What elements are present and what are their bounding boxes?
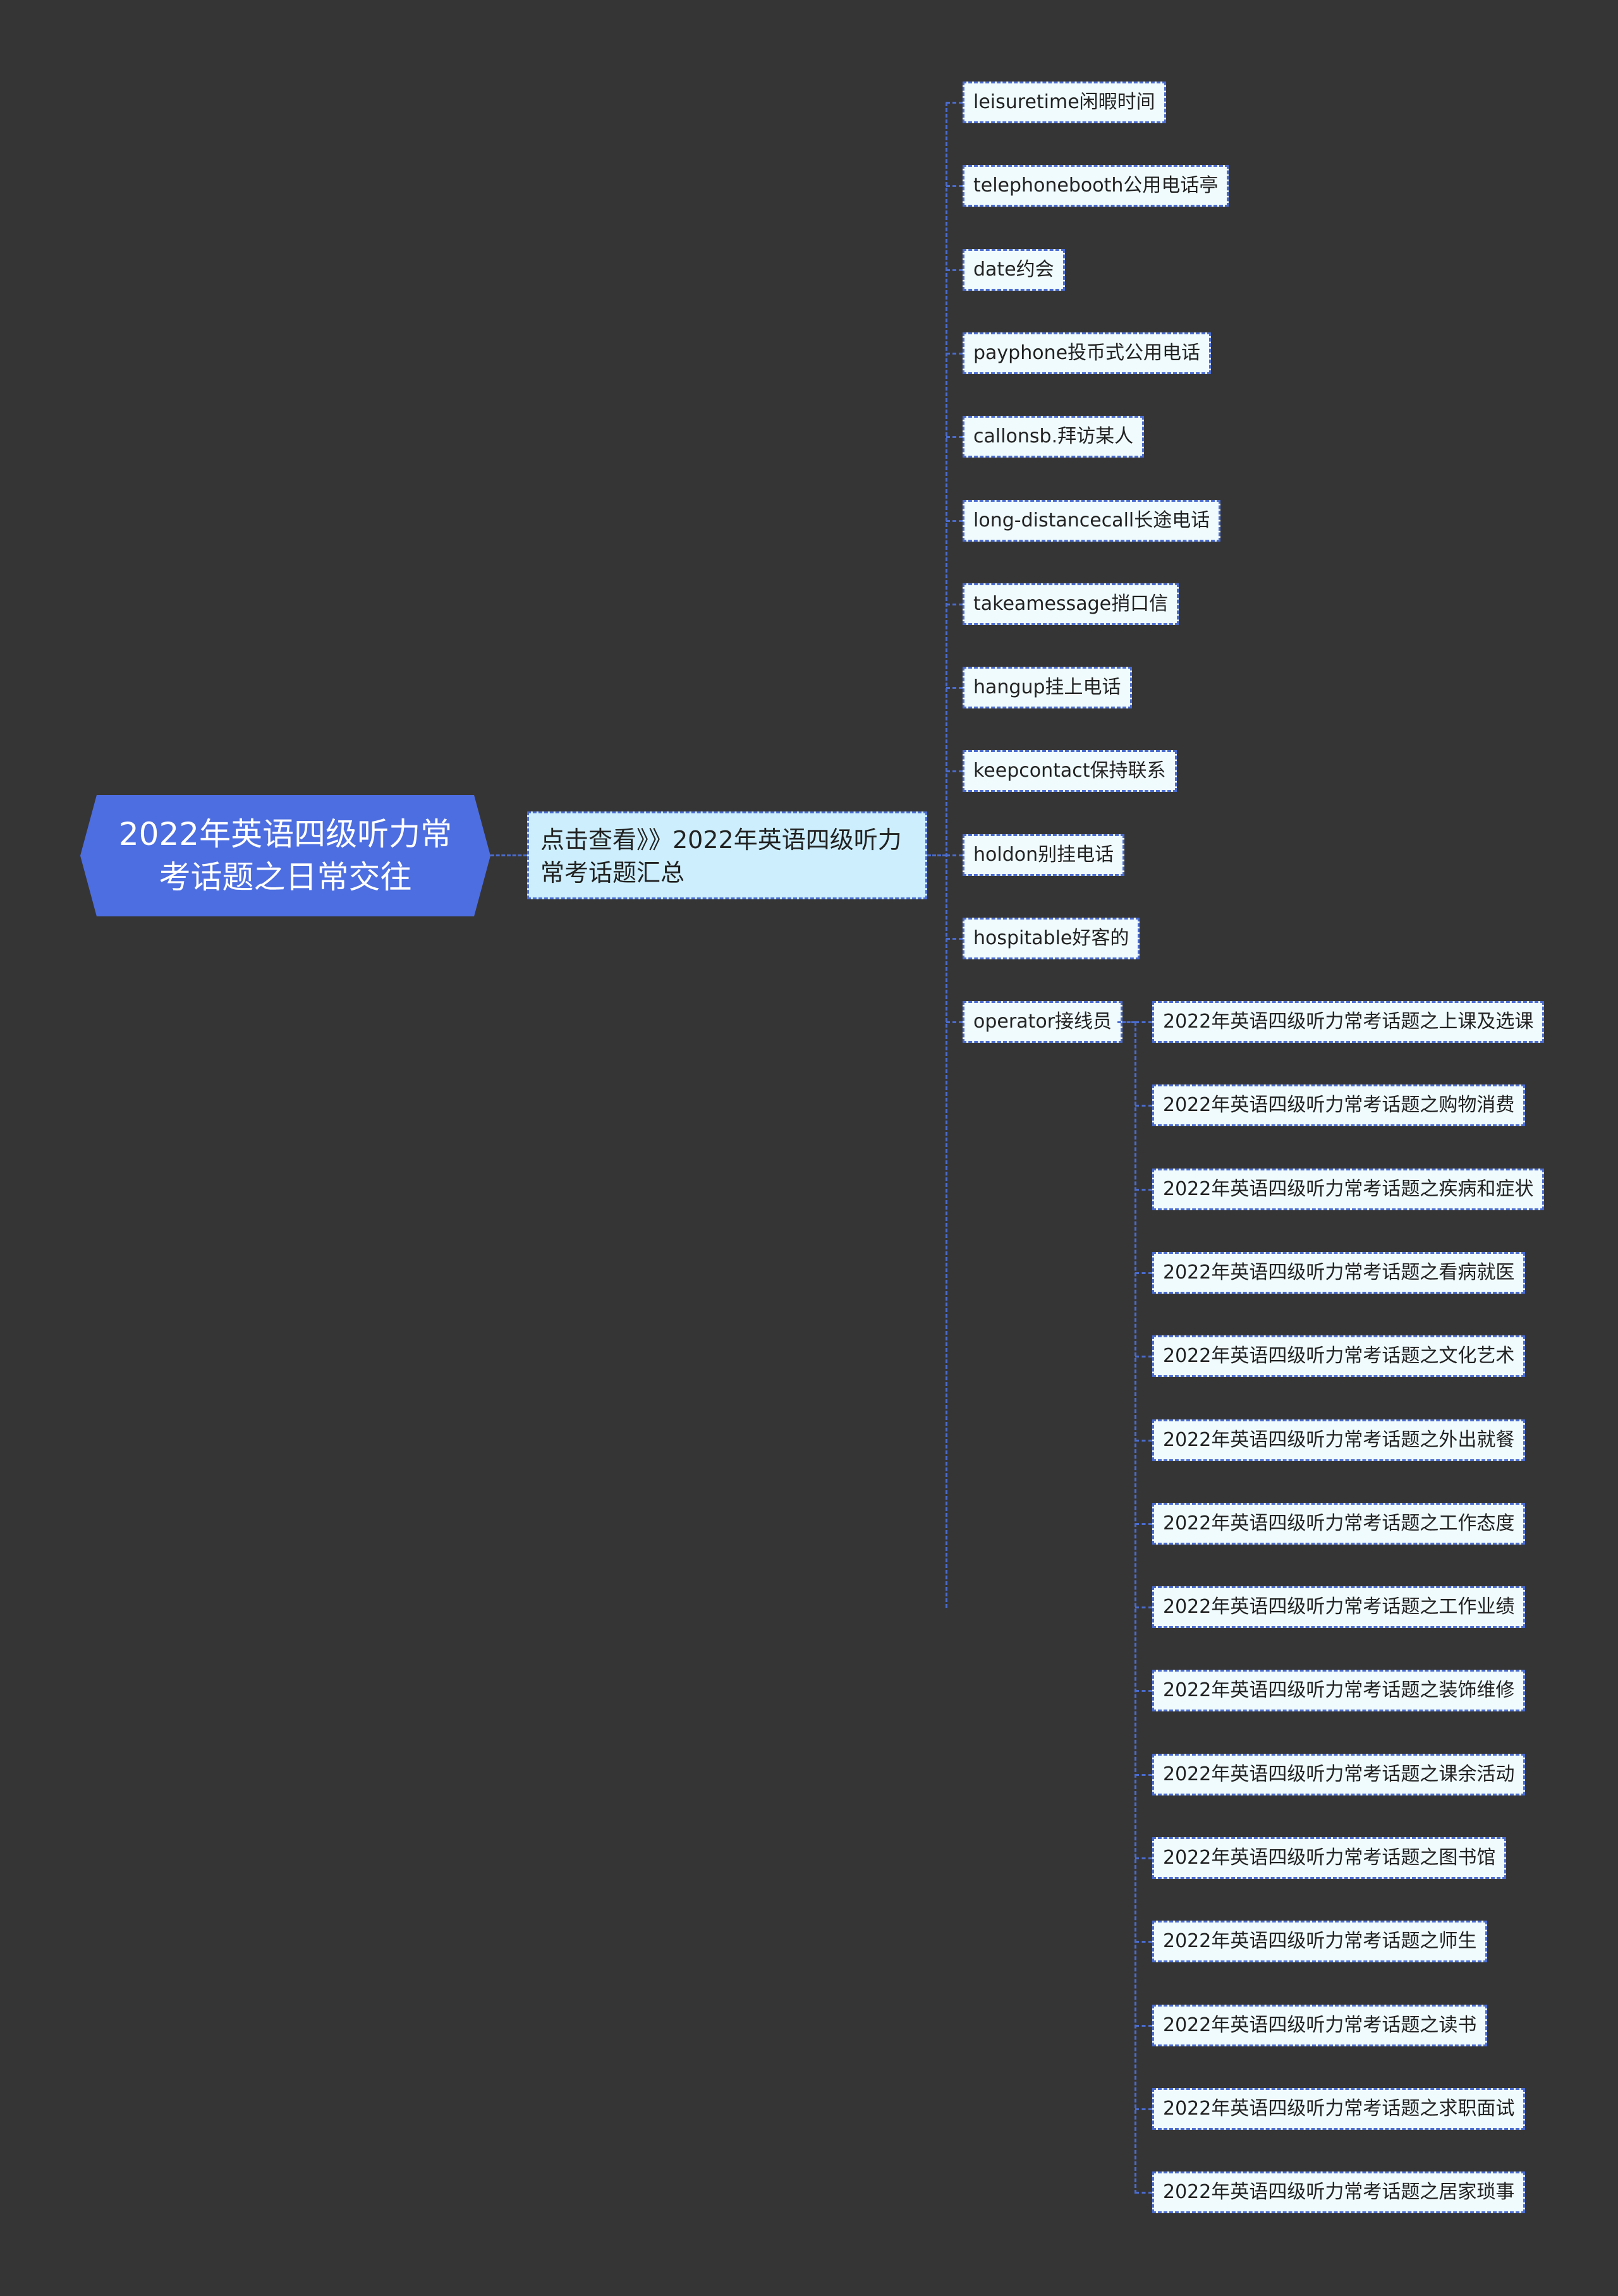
connector [946,102,963,104]
topic-node[interactable]: 2022年英语四级听力常考话题之购物消费 [1152,1084,1526,1127]
topic-node[interactable]: 2022年英语四级听力常考话题之外出就餐 [1152,1419,1526,1461]
connector [946,269,963,271]
connector [1135,2108,1152,2110]
root-node[interactable]: 2022年英语四级听力常考话题之日常交往 [80,795,490,916]
topic-node[interactable]: 2022年英语四级听力常考话题之课余活动 [1152,1753,1526,1795]
leaf-node[interactable]: keepcontact保持联系 [963,750,1177,793]
connector [1117,1021,1135,1024]
connector [946,770,963,773]
connector [490,854,527,856]
connector [946,185,963,188]
connector [946,519,963,522]
topic-node[interactable]: 2022年英语四级听力常考话题之上课及选课 [1152,1001,1545,1043]
connector [946,603,963,605]
connector [1135,2192,1152,2194]
leaf-node[interactable]: payphone投币式公用电话 [963,332,1212,374]
connector [946,854,963,856]
connector [946,687,963,689]
topic-node[interactable]: 2022年英语四级听力常考话题之文化艺术 [1152,1335,1526,1378]
leaf-node[interactable]: takeamessage捎口信 [963,583,1179,625]
connector [946,352,963,355]
hub-node[interactable]: 点击查看》》2022年英语四级听力常考话题汇总 [527,811,927,899]
connector [1135,1607,1152,1609]
leaf-node[interactable]: operator接线员 [963,1001,1123,1043]
connector [1135,1522,1152,1525]
connector [1135,1356,1152,1358]
connector [1135,1941,1152,1943]
connector [1135,1857,1152,1859]
connector [946,938,963,940]
connector [1135,1439,1152,1442]
topic-node[interactable]: 2022年英语四级听力常考话题之求职面试 [1152,2087,1526,2130]
leaf-node[interactable]: long-distancecall长途电话 [963,499,1221,542]
topic-node[interactable]: 2022年英语四级听力常考话题之疾病和症状 [1152,1168,1545,1210]
topic-node[interactable]: 2022年英语四级听力常考话题之工作业绩 [1152,1586,1526,1629]
leaf-node[interactable]: holdon别挂电话 [963,834,1125,876]
connector [1135,1021,1152,1023]
connector [1135,1272,1152,1274]
connector [1135,1773,1152,1776]
topic-node[interactable]: 2022年英语四级听力常考话题之图书馆 [1152,1837,1507,1879]
topic-node[interactable]: 2022年英语四级听力常考话题之看病就医 [1152,1251,1526,1294]
connector [1135,2024,1152,2027]
connector [1135,1188,1152,1191]
topic-node[interactable]: 2022年英语四级听力常考话题之居家琐事 [1152,2171,1526,2214]
topic-node[interactable]: 2022年英语四级听力常考话题之工作态度 [1152,1502,1526,1545]
leaf-node[interactable]: hospitable好客的 [963,918,1140,959]
leaf-node[interactable]: hangup挂上电话 [963,667,1132,709]
connector [1135,1690,1152,1692]
topic-node[interactable]: 2022年英语四级听力常考话题之装饰维修 [1152,1670,1526,1712]
topic-node[interactable]: 2022年英语四级听力常考话题之读书 [1152,2004,1488,2046]
connector [946,1021,963,1024]
leaf-node[interactable]: telephonebooth公用电话亭 [963,165,1229,207]
leaf-node[interactable]: leisuretime闲暇时间 [963,82,1166,123]
connector [927,854,946,856]
hub-label: 点击查看》》2022年英语四级听力常考话题汇总 [540,826,902,887]
root-label: 2022年英语四级听力常考话题之日常交往 [118,816,453,896]
connector [946,436,963,439]
leaf-node[interactable]: date约会 [963,248,1065,291]
topic-node[interactable]: 2022年英语四级听力常考话题之师生 [1152,1921,1488,1963]
connector [1135,1105,1152,1107]
leaf-node[interactable]: callonsb.拜访某人 [963,416,1145,458]
